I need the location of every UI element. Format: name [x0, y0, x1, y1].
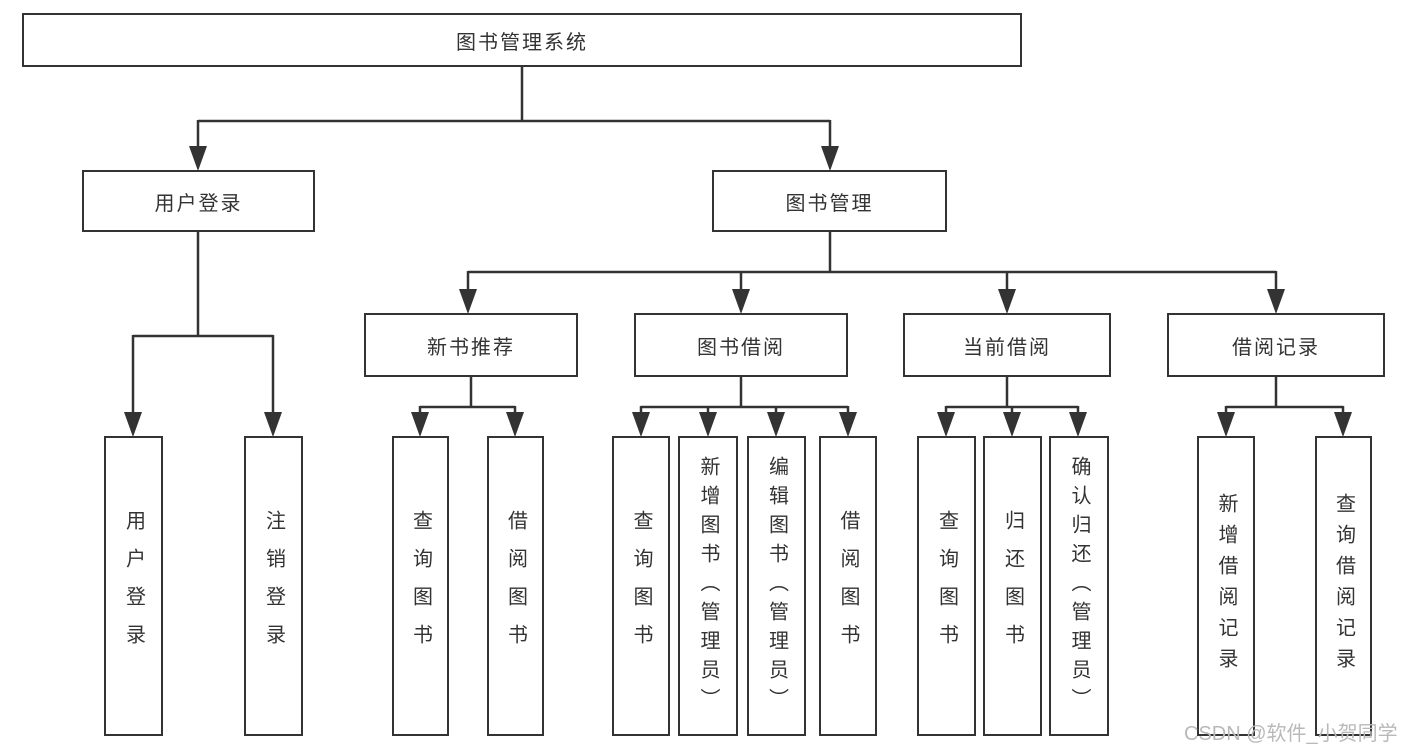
node-new-book-recommendation: 新书推荐: [364, 313, 578, 377]
node-label: 当前借阅: [963, 336, 1051, 359]
watermark: CSDN @软件_小贺同学: [1184, 723, 1398, 745]
leaf-label: 查询图书: [630, 510, 652, 662]
node-borrowing-records: 借阅记录: [1167, 313, 1385, 377]
leaf-query-books-current: 查询图书: [917, 436, 976, 736]
connector-book-management-children: [459, 231, 1285, 314]
node-label: 图书管理: [785, 192, 874, 215]
connector-book-borrow-children: [632, 376, 857, 437]
leaf-return-books: 归还图书: [983, 436, 1042, 736]
leaf-label: 查询借阅记录: [1332, 493, 1355, 679]
leaf-label: 新增图书（管理员）: [697, 455, 719, 717]
leaf-edit-books-admin: 编辑图书（管理员）: [747, 436, 806, 736]
leaf-label: 新增借阅记录: [1215, 493, 1237, 679]
connector-new-book-children: [411, 376, 524, 437]
node-book-management: 图书管理: [712, 170, 947, 232]
connector-borrow-record-children: [1217, 376, 1352, 437]
node-label: 图书借阅: [697, 336, 785, 359]
leaf-query-borrow-record: 查询借阅记录: [1315, 436, 1372, 736]
leaf-label: 编辑图书（管理员）: [765, 455, 788, 717]
leaf-label: 确认归还（管理员）: [1068, 455, 1090, 717]
leaf-user-login: 用户登录: [104, 436, 163, 736]
leaf-label: 查询图书: [409, 510, 432, 662]
node-label: 图书管理系统: [456, 31, 588, 54]
leaf-label: 注销登录: [262, 510, 285, 662]
node-label: 用户登录: [154, 192, 243, 215]
leaf-add-books-admin: 新增图书（管理员）: [678, 436, 738, 736]
leaf-logout: 注销登录: [244, 436, 303, 736]
node-label: 新书推荐: [427, 336, 515, 359]
leaf-label: 归还图书: [1001, 510, 1024, 662]
connector-current-borrow-children: [937, 376, 1087, 437]
leaf-query-books-borrowing: 查询图书: [612, 436, 670, 736]
leaf-borrow-books-recommend: 借阅图书: [487, 436, 544, 736]
leaf-borrow-books-borrowing: 借阅图书: [819, 436, 877, 736]
leaf-query-books-recommend: 查询图书: [392, 436, 449, 736]
leaf-label: 查询图书: [935, 510, 958, 662]
node-user-login: 用户登录: [82, 170, 315, 232]
leaf-label: 用户登录: [122, 510, 145, 662]
leaf-label: 借阅图书: [504, 510, 527, 662]
connector-user-login-children: [124, 231, 282, 437]
node-label: 借阅记录: [1232, 336, 1320, 359]
node-library-management-system: 图书管理系统: [22, 13, 1022, 67]
connector-root-to-level2: [189, 66, 839, 171]
node-current-borrowing: 当前借阅: [903, 313, 1111, 377]
leaf-label: 借阅图书: [837, 510, 859, 662]
leaf-add-borrow-record: 新增借阅记录: [1197, 436, 1255, 736]
leaf-confirm-return-admin: 确认归还（管理员）: [1049, 436, 1109, 736]
node-book-borrowing: 图书借阅: [634, 313, 848, 377]
